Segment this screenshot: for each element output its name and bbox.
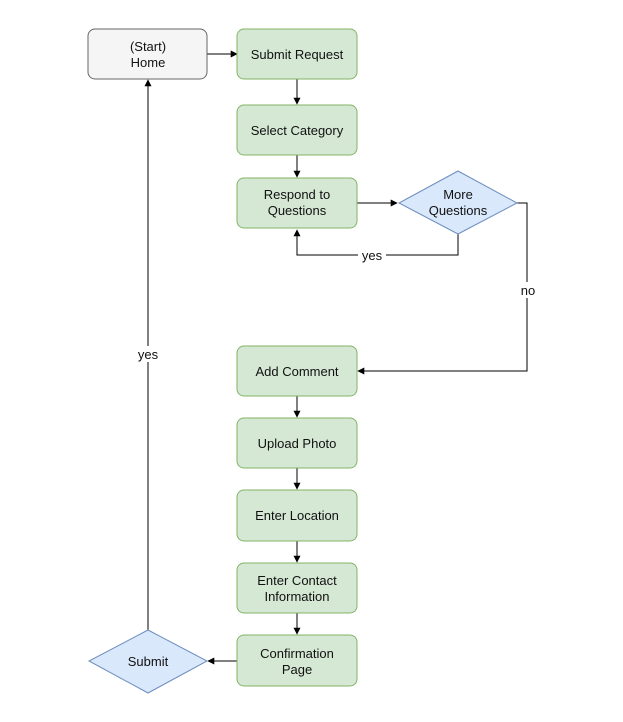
add-comment-node-shape <box>236 345 358 397</box>
start-node: (Start) Home <box>87 28 208 80</box>
respond-questions-node-shape <box>236 177 358 229</box>
edge-more-questions-no <box>357 202 528 375</box>
edge-label-submit-yes: yes <box>138 347 159 362</box>
enter-contact-node-line-1: Enter Contact <box>257 573 337 588</box>
confirmation-page-node-line-1: Confirmation <box>260 646 334 661</box>
start-node-shape <box>87 28 208 80</box>
enter-contact-node-shape <box>236 562 358 614</box>
edge-label-more-no: no <box>521 283 535 298</box>
more-questions-node: More Questions <box>397 170 519 235</box>
submit-request-node-label: Submit Request <box>251 47 344 62</box>
submit-request-node-shape <box>236 28 358 80</box>
start-node-line-2: Home <box>131 55 166 70</box>
enter-location-node-shape <box>236 489 358 542</box>
submit-request-node: Submit Request <box>236 28 358 80</box>
upload-photo-node: Upload Photo <box>236 417 358 469</box>
more-questions-node-shape <box>397 170 519 235</box>
respond-questions-node-line-2: Questions <box>268 203 327 218</box>
add-comment-node: Add Comment <box>236 345 358 397</box>
respond-questions-node: Respond to Questions <box>236 177 358 229</box>
edge-labels: yes no yes <box>133 248 540 362</box>
upload-photo-node-label: Upload Photo <box>258 436 337 451</box>
edge-label-more-yes: yes <box>362 248 383 263</box>
more-questions-node-line-1: More <box>443 187 473 202</box>
enter-contact-node-line-2: Information <box>264 589 329 604</box>
add-comment-node-label: Add Comment <box>255 364 338 379</box>
more-questions-node-line-2: Questions <box>429 203 488 218</box>
select-category-node-shape <box>236 104 358 156</box>
enter-contact-node: Enter Contact Information <box>236 562 358 614</box>
confirmation-page-node: Confirmation Page <box>236 634 358 687</box>
submit-node-shape <box>87 629 209 694</box>
select-category-node: Select Category <box>236 104 358 156</box>
enter-location-node: Enter Location <box>236 489 358 542</box>
start-node-line-1: (Start) <box>130 39 166 54</box>
select-category-node-label: Select Category <box>251 123 344 138</box>
submit-node: Submit <box>87 629 209 694</box>
submit-node-label: Submit <box>128 654 169 669</box>
enter-location-node-label: Enter Location <box>255 508 339 523</box>
nodes: (Start) Home Submit Request Select Categ… <box>87 28 519 694</box>
confirmation-page-node-line-2: Page <box>282 662 312 677</box>
confirmation-page-node-shape <box>236 634 358 687</box>
respond-questions-node-line-1: Respond to <box>264 187 331 202</box>
upload-photo-node-shape <box>236 417 358 469</box>
